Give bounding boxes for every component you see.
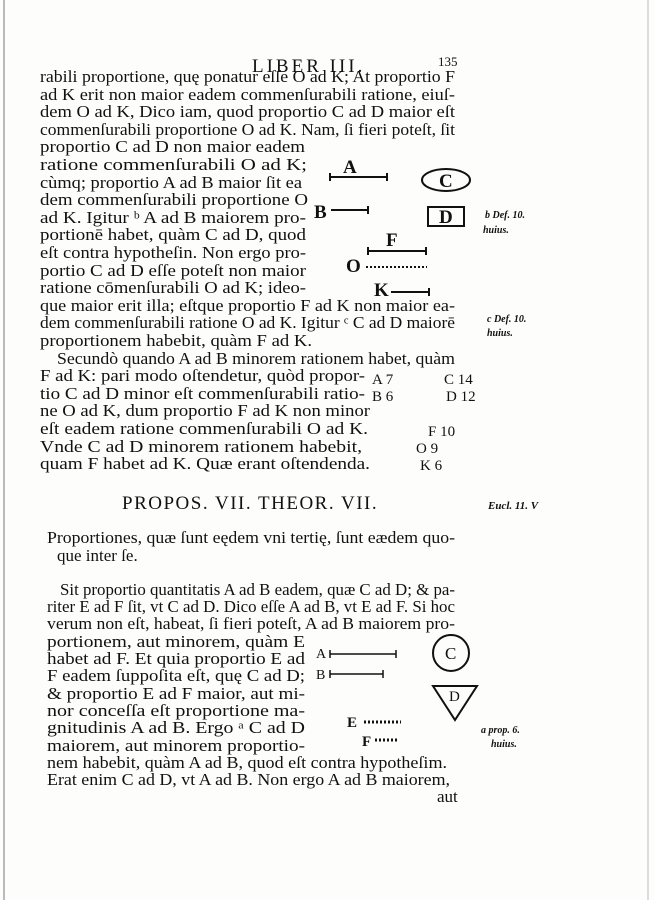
segment-a (329, 650, 397, 658)
number-a: A 7 (372, 372, 394, 388)
enunciation-line: que inter ſe. (57, 546, 138, 565)
text-line: rabili proportione, quę ponatur eſſe O a… (40, 67, 455, 86)
figure-label-c: C (439, 171, 453, 192)
figure-label-f: F (362, 734, 371, 750)
page-number: 135 (438, 54, 458, 69)
margin-note: huius. (483, 225, 509, 236)
text-line: F ad K: pari modo oſtendetur, quòd propo… (40, 366, 365, 385)
circle-c (432, 634, 470, 672)
text-line: Secundò quando A ad B minorem rationem h… (57, 349, 455, 368)
number-o: O 9 (416, 441, 438, 457)
figure-label-a: A (316, 647, 327, 662)
segment-b (329, 670, 384, 678)
figure-label-o: O (346, 256, 361, 277)
text-line: ratione cōmenſurabili O ad K; ideo- (40, 278, 306, 297)
circle-c (421, 168, 471, 192)
proof-line: Erat enim C ad D, vt A ad B. Non ergo A … (47, 770, 450, 789)
proof-line: habet ad F. Et quia proportio E ad (47, 649, 306, 668)
proof-line: nem habebit, quàm A ad B, quod eſt contr… (47, 753, 447, 772)
text-line: ad K. Igitur ᵇ A ad B maiorem pro- (40, 208, 306, 227)
proof-line: nor conceſſa eſt proportione ma- (47, 701, 305, 720)
segment-f (367, 247, 427, 255)
margin-note: a prop. 6. (481, 725, 520, 736)
text-line: eſt contra hypotheſin. Non ergo pro- (40, 243, 306, 262)
box-d (427, 206, 465, 227)
text-line: proportionem habebit, quàm F ad K. (40, 331, 312, 350)
margin-note: c Def. 10. (487, 314, 526, 325)
figure-label-a: A (343, 157, 357, 178)
text-line: que maior erit illa; eſtque proportio F … (40, 296, 455, 315)
proposition-heading: PROPOS. VII. THEOR. VII. (122, 493, 378, 514)
proof-line: F eadem ſuppoſita eſt, quę C ad D; (47, 666, 305, 685)
body-text: rabili proportione, quę ponatur eſſe O a… (40, 67, 455, 473)
segment-k (391, 288, 430, 296)
triangle-d (431, 685, 479, 722)
text-line: ad K erit non maior eadem commenſurabili… (40, 85, 455, 104)
proposition-text: Proportiones, quæ ſunt eędem vni tertię,… (47, 528, 458, 806)
proof-line: Sit proportio quantitatis A ad B eadem, … (60, 580, 455, 599)
margin-note: huius. (491, 739, 517, 750)
text-line: quam F habet ad K. Quæ erant oſtendenda. (40, 454, 370, 473)
text-line: portio C ad D eſſe poteſt non maior (40, 261, 306, 280)
number-f: F 10 (428, 424, 455, 440)
figure-label-f: F (386, 230, 398, 251)
proof-line: gnitudinis A ad B. Ergo ᵃ C ad D (47, 718, 305, 737)
figure-label-b: B (316, 668, 325, 683)
catchword: aut (437, 787, 458, 806)
number-c: C 14 (444, 372, 473, 388)
text-line: dem commenſurabili proportione O (40, 190, 308, 209)
text-line: eſt eadem ratione commenſurabili O ad K. (40, 419, 368, 438)
enunciation-line: Proportiones, quæ ſunt eędem vni tertię,… (47, 528, 455, 547)
proof-line: portionem, aut minorem, quàm E (47, 632, 305, 651)
figure-label-b: B (314, 202, 327, 223)
text-line: dem O ad K, Dico iam, quod proportio C a… (40, 102, 455, 121)
text-line: Vnde C ad D minorem rationem habebit, (40, 437, 362, 456)
segment-a (329, 173, 388, 181)
margin-note: huius. (487, 328, 513, 339)
proof-line: maiorem, aut minorem proportio- (47, 736, 305, 755)
proof-line: riter E ad F ſit, vt C ad D. Dico eſſe A… (47, 597, 455, 616)
text-line: proportio C ad D non maior eadem (40, 137, 305, 156)
number-k: K 6 (420, 458, 443, 474)
figure-1: A C B D F O K A 7 C 14 B 6 D 12 F 10 O 9… (314, 157, 476, 474)
text-line: portionē habet, quàm C ad D, quod (40, 225, 307, 244)
text-line: commenſurabili proportione O ad K. Nam, … (40, 120, 455, 139)
number-d: D 12 (446, 389, 476, 405)
text-line: tio C ad D minor eſt commenſurabili rati… (40, 384, 365, 403)
text-line: ratione commenſurabili O ad K; (40, 155, 307, 174)
text-line: dem commenſurabili ratione O ad K. Igitu… (40, 313, 455, 332)
margin-reference: Eucl. 11. V (487, 500, 540, 512)
figure-label-e: E (347, 715, 357, 731)
text-line: ne O ad K, dum proportio F ad K non mino… (40, 401, 370, 420)
running-title: LIBER III. (252, 56, 365, 77)
proof-line: verum non eſt, habeat, ſi fieri poteſt, … (47, 614, 455, 633)
figure-label-d: D (439, 207, 453, 228)
figure-label-c: C (445, 644, 456, 663)
number-b: B 6 (372, 389, 394, 405)
segment-b (331, 206, 369, 214)
margin-note: b Def. 10. (485, 210, 525, 221)
figure-2: A B C D E F (316, 634, 479, 750)
proof-line: & proportio E ad F maior, aut mi- (47, 684, 305, 703)
figure-label-d: D (449, 689, 460, 705)
text-line: cùmq; proportio A ad B maior ſit ea (40, 173, 302, 192)
figure-label-k: K (374, 280, 389, 301)
